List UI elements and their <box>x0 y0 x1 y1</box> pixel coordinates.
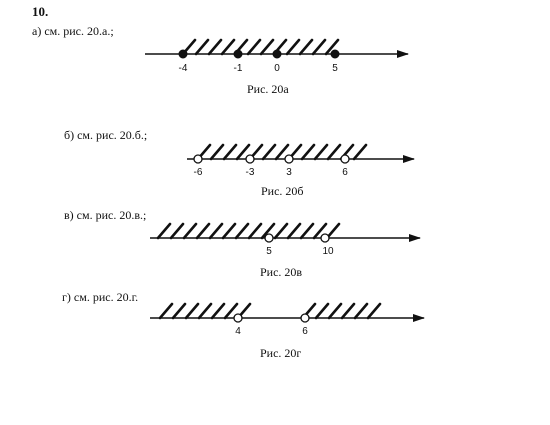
open-point <box>340 154 350 164</box>
hatch-stroke <box>300 143 316 161</box>
open-point <box>264 233 274 243</box>
hatch-stroke <box>311 38 327 56</box>
hatch-stroke <box>352 143 368 161</box>
filled-point <box>178 49 188 59</box>
hatch-stroke <box>326 143 342 161</box>
hatch-stroke <box>210 302 226 320</box>
hatch-stroke <box>314 302 330 320</box>
open-point <box>300 313 310 323</box>
hatch-stroke <box>324 38 340 56</box>
tick-label: -4 <box>179 63 188 74</box>
hatch-stroke <box>340 302 356 320</box>
hatch-stroke <box>366 302 382 320</box>
tick-label: -1 <box>234 63 243 74</box>
tick-label: 10 <box>322 246 334 257</box>
tick-label: 5 <box>266 246 272 257</box>
hatch-stroke <box>207 38 223 56</box>
hatch-stroke <box>220 38 236 56</box>
hatch-stroke <box>171 302 187 320</box>
hatch-stroke <box>209 143 225 161</box>
hatch-stroke <box>285 38 301 56</box>
figure-caption-a: Рис. 20а <box>247 82 289 96</box>
hatch-stroke <box>286 222 302 240</box>
filled-point <box>272 49 282 59</box>
hatch-stroke <box>195 222 211 240</box>
hatch-region-left <box>158 302 252 320</box>
open-point <box>320 233 330 243</box>
hatch-stroke <box>273 222 289 240</box>
tick-label: 3 <box>286 167 292 178</box>
filled-point <box>330 49 340 59</box>
hatch-stroke <box>184 302 200 320</box>
hatch-stroke <box>197 302 213 320</box>
hatch-stroke <box>169 222 185 240</box>
tick-label: 6 <box>302 326 308 337</box>
hatch-stroke <box>261 143 277 161</box>
figure-caption-c: Рис. 20в <box>260 265 303 279</box>
number-line-b: -6 -3 3 6 <box>187 143 415 178</box>
problem-number: 10. <box>32 4 49 19</box>
hatch-stroke <box>313 143 329 161</box>
hatch-stroke <box>312 222 328 240</box>
tick-label: -3 <box>246 167 255 178</box>
number-line-a: -4 -1 0 5 <box>145 38 409 74</box>
hatch-stroke <box>260 222 276 240</box>
part-b-label: б) см. рис. 20.б.; <box>64 128 148 142</box>
hatch-stroke <box>182 222 198 240</box>
tick-label: 4 <box>235 326 241 337</box>
hatch-stroke <box>208 222 224 240</box>
number-line-d: 4 6 <box>150 302 425 337</box>
tick-label: 0 <box>274 63 280 74</box>
filled-point <box>233 49 243 59</box>
hatch-stroke <box>298 38 314 56</box>
open-point <box>233 313 243 323</box>
hatch-stroke <box>246 38 262 56</box>
figure-caption-d: Рис. 20г <box>260 346 302 360</box>
hatch-stroke <box>299 222 315 240</box>
hatch-region-right <box>301 302 382 320</box>
hatch-stroke <box>259 38 275 56</box>
tick-label: 5 <box>332 63 338 74</box>
part-d-label: г) см. рис. 20.г. <box>62 290 139 304</box>
hatch-stroke <box>234 222 250 240</box>
tick-label: 6 <box>342 167 348 178</box>
open-point <box>245 154 255 164</box>
hatch-stroke <box>247 222 263 240</box>
hatch-region <box>196 143 368 161</box>
open-point <box>193 154 203 164</box>
part-a-label: а) см. рис. 20.а.; <box>32 24 114 38</box>
number-line-c: 5 10 <box>150 222 421 257</box>
hatch-stroke <box>156 222 172 240</box>
figure-caption-b: Рис. 20б <box>261 184 304 198</box>
hatch-region <box>156 222 341 240</box>
hatch-region <box>181 38 340 56</box>
hatch-stroke <box>353 302 369 320</box>
tick-label: -6 <box>194 167 203 178</box>
hatch-stroke <box>194 38 210 56</box>
hatch-stroke <box>327 302 343 320</box>
hatch-stroke <box>223 302 239 320</box>
part-c-label: в) см. рис. 20.в.; <box>64 208 147 222</box>
open-point <box>284 154 294 164</box>
hatch-stroke <box>222 143 238 161</box>
hatch-stroke <box>158 302 174 320</box>
hatch-stroke <box>221 222 237 240</box>
hatch-stroke <box>235 143 251 161</box>
hatch-stroke <box>274 143 290 161</box>
